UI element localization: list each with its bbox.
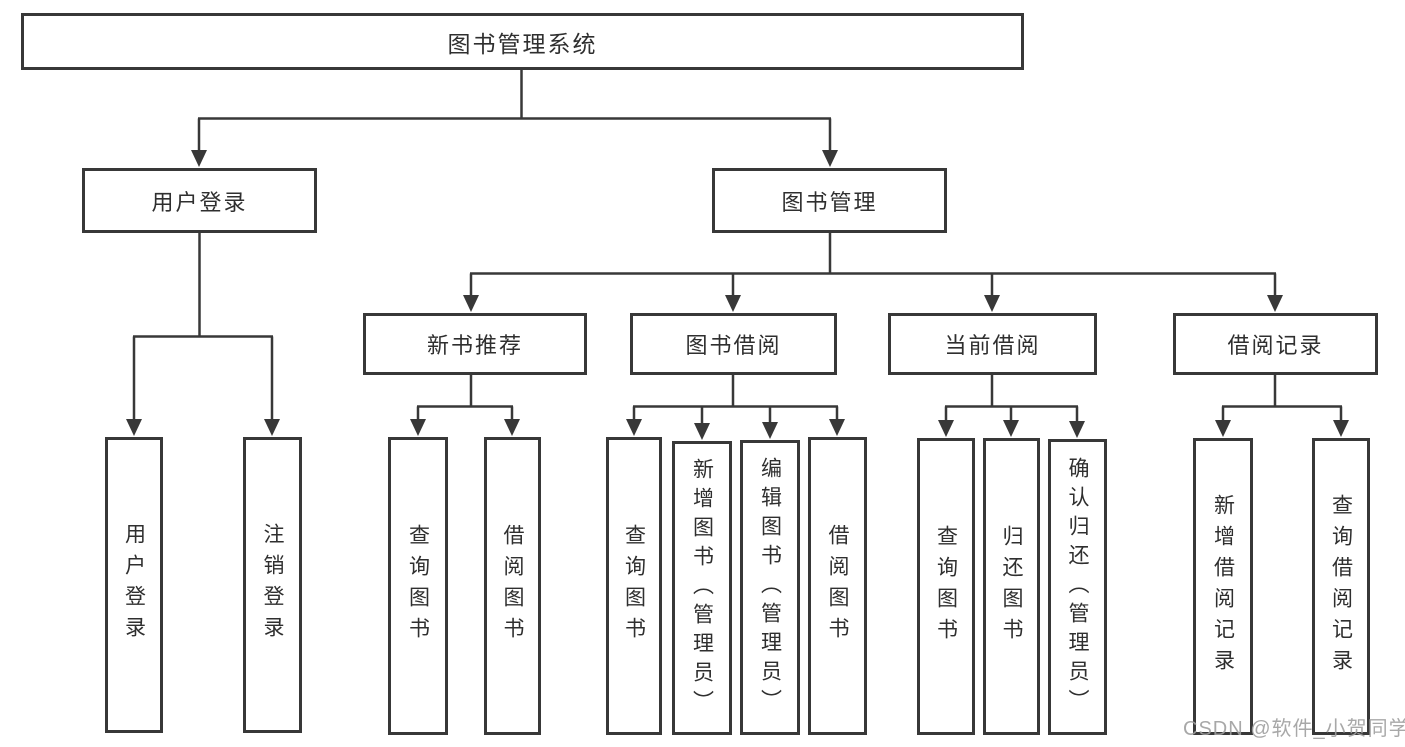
leaf-logout: 注销登录 — [243, 437, 302, 733]
node-book-management: 图书管理 — [712, 168, 947, 233]
arrow-icon — [264, 419, 280, 436]
node-book-management-label: 图书管理 — [781, 189, 878, 215]
node-current-borrow: 当前借阅 — [888, 313, 1097, 375]
leaf-return-book: 归还图书 — [983, 438, 1040, 735]
leaf-newbook-query: 查询图书 — [388, 437, 448, 735]
node-current-borrow-label: 当前借阅 — [944, 333, 1041, 358]
arrow-icon — [191, 150, 207, 167]
leaf-borrow-book-label: 借阅图书 — [826, 524, 849, 648]
arrowheads — [126, 150, 1349, 440]
node-book-borrow-label: 图书借阅 — [685, 333, 782, 358]
arrow-icon — [829, 419, 845, 436]
arrow-icon — [822, 150, 838, 167]
leaf-borrow-query: 查询图书 — [606, 437, 662, 735]
csdn-watermark: CSDN @软件_小贺同学 — [1183, 718, 1405, 740]
leaf-add-borrow-record-label: 新增借阅记录 — [1211, 493, 1235, 680]
leaf-query-borrow-record: 查询借阅记录 — [1312, 438, 1370, 735]
arrow-icon — [1333, 420, 1349, 437]
arrow-icon — [694, 423, 710, 440]
arrow-icon — [762, 422, 778, 439]
leaf-confirm-return-admin-label: 确认归还（管理员） — [1066, 456, 1089, 718]
leaf-query-borrow-record-label: 查询借阅记录 — [1329, 493, 1353, 680]
arrow-icon — [984, 295, 1000, 312]
leaf-borrow-query-label: 查询图书 — [622, 524, 646, 648]
leaf-return-book-label: 归还图书 — [1000, 524, 1023, 649]
connector-lines — [132, 69, 1343, 426]
node-book-borrow: 图书借阅 — [630, 313, 837, 375]
node-borrow-record: 借阅记录 — [1173, 313, 1378, 375]
leaf-edit-book-admin-label: 编辑图书（管理员） — [758, 457, 782, 718]
node-user-login: 用户登录 — [82, 168, 317, 233]
arrow-icon — [1003, 420, 1019, 437]
arrow-icon — [1069, 421, 1085, 438]
leaf-current-query: 查询图书 — [917, 438, 975, 735]
leaf-user-login-label: 用户登录 — [122, 523, 146, 647]
arrow-icon — [410, 419, 426, 436]
arrow-icon — [626, 419, 642, 436]
leaf-newbook-borrow-label: 借阅图书 — [501, 524, 524, 648]
arrow-icon — [1267, 295, 1283, 312]
leaf-borrow-book: 借阅图书 — [808, 437, 867, 735]
node-user-login-label: 用户登录 — [151, 189, 248, 215]
node-root: 图书管理系统 — [21, 13, 1024, 70]
leaf-add-borrow-record: 新增借阅记录 — [1193, 438, 1253, 735]
arrow-icon — [725, 295, 741, 312]
arrow-icon — [463, 295, 479, 312]
arrow-icon — [938, 420, 954, 437]
node-new-book-recommend-label: 新书推荐 — [426, 333, 523, 358]
leaf-confirm-return-admin: 确认归还（管理员） — [1048, 439, 1107, 735]
node-new-book-recommend: 新书推荐 — [363, 313, 587, 375]
leaf-edit-book-admin: 编辑图书（管理员） — [740, 440, 800, 735]
node-borrow-record-label: 借阅记录 — [1227, 333, 1324, 358]
leaf-newbook-query-label: 查询图书 — [406, 524, 430, 648]
leaf-logout-label: 注销登录 — [261, 523, 284, 647]
arrow-icon — [504, 419, 520, 436]
leaf-newbook-borrow: 借阅图书 — [484, 437, 541, 735]
leaf-add-book-admin: 新增图书（管理员） — [672, 441, 732, 735]
leaf-user-login: 用户登录 — [105, 437, 163, 733]
arrow-icon — [126, 419, 142, 436]
leaf-add-book-admin-label: 新增图书（管理员） — [690, 457, 714, 719]
leaf-current-query-label: 查询图书 — [934, 524, 958, 649]
arrow-icon — [1215, 420, 1231, 437]
node-root-label: 图书管理系统 — [447, 30, 598, 57]
